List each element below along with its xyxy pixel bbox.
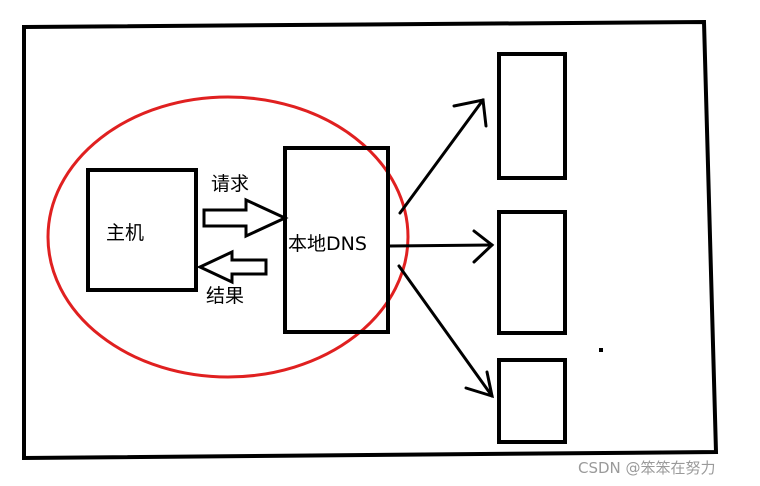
- outer-frame: [22, 19, 719, 461]
- result-arrow: [196, 249, 268, 285]
- server-box-middle: [497, 210, 567, 335]
- local-dns-box: [283, 146, 390, 334]
- host-box: [86, 168, 198, 292]
- local-dns-label: 本地DNS: [288, 233, 367, 255]
- request-label: 请求: [211, 173, 249, 195]
- watermark: CSDN @笨笨在努力: [578, 459, 716, 477]
- highlight-ellipse: [46, 95, 410, 379]
- server-box-bottom: [497, 358, 567, 444]
- server-box-top: [497, 52, 567, 180]
- arrow-to-bottom-server: [397, 264, 494, 399]
- arrow-to-middle-server: [388, 229, 495, 264]
- result-label: 结果: [206, 285, 244, 307]
- arrow-to-top-server: [398, 98, 488, 215]
- request-arrow: [202, 197, 289, 239]
- stray-dot: [599, 348, 603, 352]
- host-label: 主机: [106, 222, 144, 244]
